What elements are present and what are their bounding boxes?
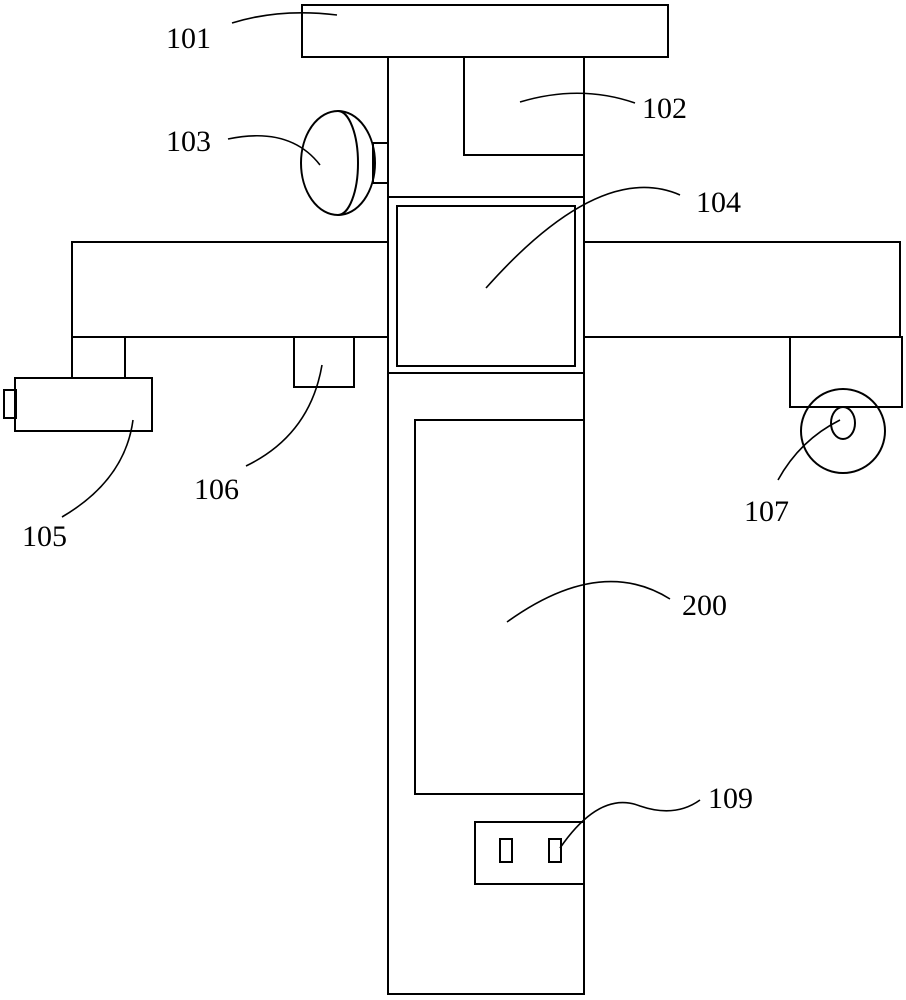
camera bbox=[3, 337, 153, 432]
leader-107 bbox=[777, 419, 841, 481]
leader-101 bbox=[231, 12, 338, 24]
callout-103: 103 bbox=[166, 125, 211, 158]
left-arm bbox=[71, 241, 388, 338]
storage-compartment bbox=[414, 419, 585, 795]
leader-103 bbox=[227, 134, 321, 166]
callout-105: 105 bbox=[22, 520, 67, 553]
top-cap bbox=[301, 4, 669, 58]
callout-104: 104 bbox=[696, 186, 741, 219]
callout-106: 106 bbox=[194, 473, 239, 506]
leader-106 bbox=[245, 364, 323, 467]
right-arm bbox=[584, 241, 901, 338]
leader-102 bbox=[519, 92, 636, 104]
callout-200: 200 bbox=[682, 589, 727, 622]
sensor-block bbox=[293, 336, 355, 388]
leader-200 bbox=[506, 580, 671, 623]
leader-109 bbox=[559, 799, 701, 849]
leader-104 bbox=[485, 186, 681, 289]
display-screen bbox=[396, 205, 576, 367]
upper-module bbox=[463, 57, 584, 156]
power-socket-panel bbox=[474, 821, 585, 885]
callout-102: 102 bbox=[642, 92, 687, 125]
callout-109: 109 bbox=[708, 782, 753, 815]
lamp bbox=[300, 110, 389, 216]
wheel-assembly bbox=[789, 336, 903, 474]
callout-101: 101 bbox=[166, 22, 211, 55]
leader-105 bbox=[61, 419, 134, 518]
callout-107: 107 bbox=[744, 495, 789, 528]
